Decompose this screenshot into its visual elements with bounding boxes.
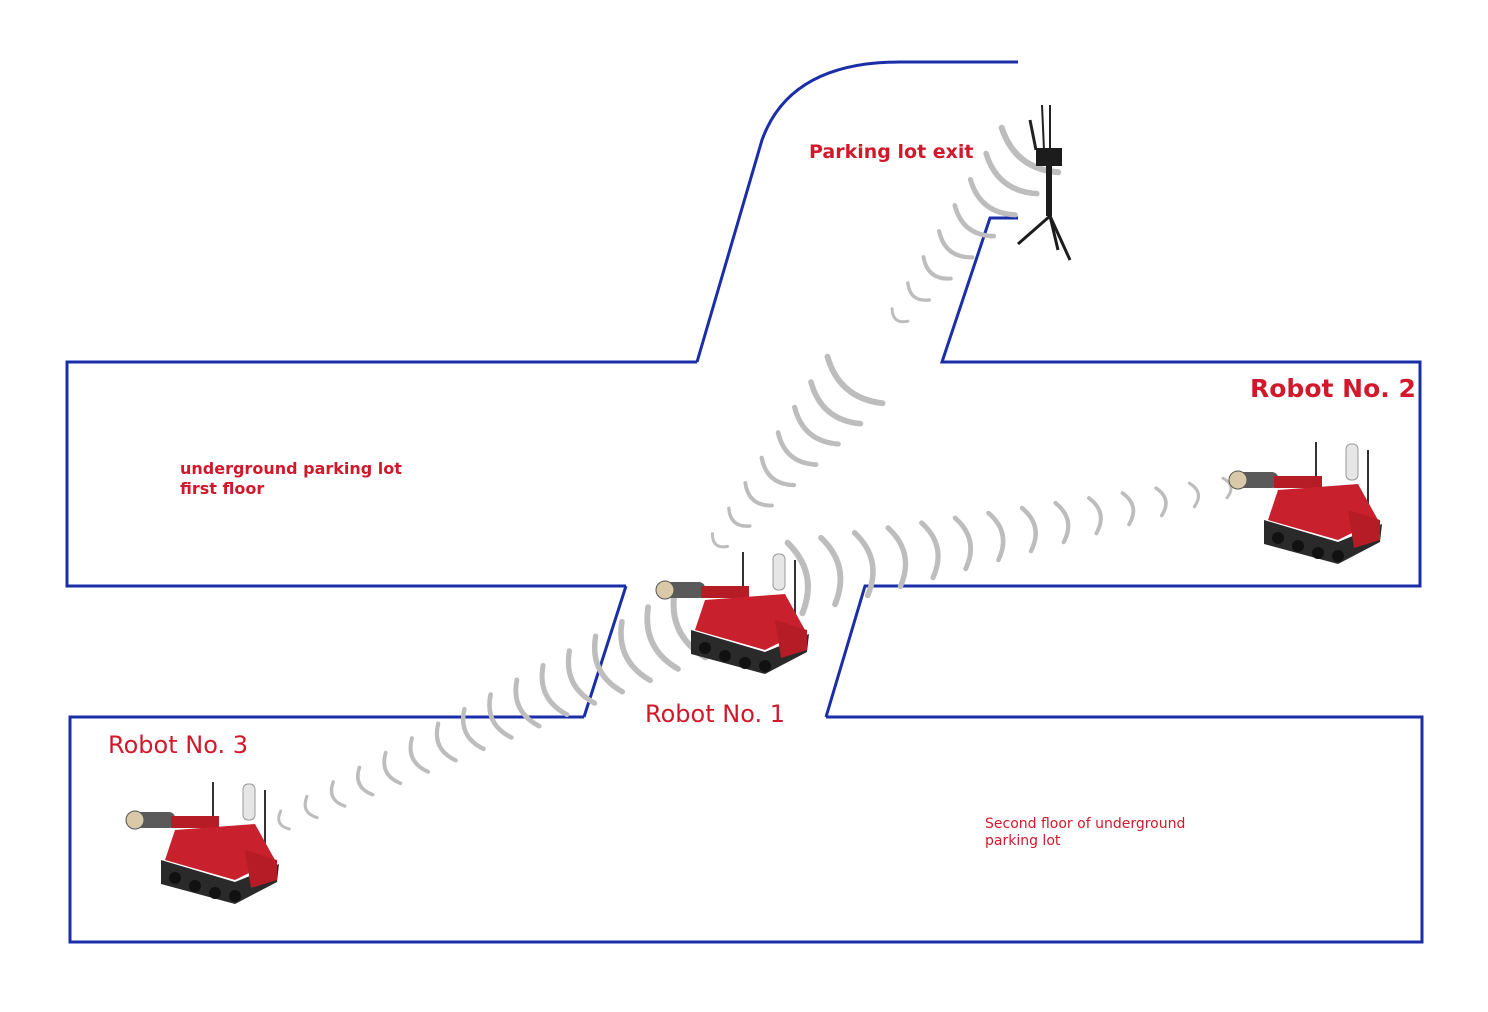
signal-robot3-to-robot1-arc bbox=[382, 750, 403, 786]
first-floor-outline bbox=[65, 60, 1422, 718]
robot-3-label: Robot No. 3 bbox=[108, 731, 248, 759]
signal-robot2-to-robot1-arc bbox=[885, 525, 909, 590]
second-floor-label: Second floor of underground parking lot bbox=[985, 816, 1185, 850]
signal-to-exit-relay-arc bbox=[967, 176, 1018, 218]
robot-2-label: Robot No. 2 bbox=[1250, 374, 1416, 403]
signal-robot1-to-floor1-arc bbox=[727, 506, 752, 528]
signal-robot3-to-robot1-arc bbox=[329, 780, 347, 808]
signal-to-exit-relay-arc bbox=[890, 307, 910, 324]
signal-robot3-to-robot1-arc bbox=[277, 809, 291, 831]
signal-robot3-to-robot1-arc bbox=[356, 765, 375, 797]
signal-to-exit-relay-arc bbox=[936, 229, 975, 260]
first-floor-label: underground parking lot first floor bbox=[180, 459, 402, 499]
second-floor-label-line-2: parking lot bbox=[985, 833, 1061, 849]
first-floor-label-line-1: underground parking lot bbox=[180, 459, 402, 478]
signal-robot3-to-robot1-arc bbox=[408, 736, 431, 774]
tripod-relay-icon bbox=[1017, 104, 1072, 261]
signal-to-exit-relay-arc bbox=[983, 150, 1040, 197]
signal-robot1-to-floor1-arc bbox=[808, 379, 864, 427]
signal-robot3-to-robot1-arc bbox=[487, 692, 514, 740]
signal-robot2-to-robot1-arc bbox=[1087, 496, 1103, 536]
signal-robot3-to-robot1-arc bbox=[434, 721, 458, 763]
signal-robot3-to-robot1-arc bbox=[618, 618, 653, 684]
signal-robot3-to-robot1-arc bbox=[539, 662, 570, 718]
second-floor-label-line-1: Second floor of underground bbox=[985, 816, 1186, 832]
signal-robot2-to-robot1-arc bbox=[986, 510, 1006, 563]
parking-lot-exit-label: Parking lot exit bbox=[809, 141, 974, 163]
signal-robot1-to-floor1-arc bbox=[743, 481, 774, 508]
signal-robot1-to-floor1-arc bbox=[792, 404, 841, 447]
signal-to-exit-relay-arc bbox=[952, 202, 997, 239]
signal-arcs bbox=[277, 124, 1233, 831]
robot-3-icon bbox=[125, 781, 280, 905]
signal-robot2-to-robot1-arc bbox=[952, 515, 974, 572]
signal-robot2-to-robot1-arc bbox=[851, 530, 876, 599]
signal-robot2-to-robot1-arc bbox=[919, 520, 941, 581]
signal-robot1-to-floor1-arc bbox=[759, 455, 797, 488]
signal-robot2-to-robot1-arc bbox=[784, 539, 811, 617]
first-floor-label-line-2: first floor bbox=[180, 479, 265, 498]
signal-robot1-to-floor1-arc bbox=[824, 353, 886, 407]
signal-to-exit-relay-arc bbox=[906, 281, 931, 302]
signal-robot2-to-robot1-arc bbox=[1019, 505, 1038, 554]
signal-robot3-to-robot1-arc bbox=[565, 648, 598, 706]
robot-1-label: Robot No. 1 bbox=[645, 700, 785, 728]
robot-1-icon bbox=[655, 551, 810, 675]
signal-to-exit-relay-arc bbox=[921, 255, 953, 281]
signal-robot3-to-robot1-arc bbox=[461, 706, 486, 752]
signal-robot2-to-robot1-arc bbox=[1187, 481, 1201, 509]
signal-robot2-to-robot1-arc bbox=[1154, 486, 1168, 518]
second-floor-outline bbox=[68, 715, 1424, 944]
signal-robot1-to-floor1-arc bbox=[775, 430, 819, 467]
robot-2-icon bbox=[1228, 441, 1383, 565]
signal-robot1-to-floor1-arc bbox=[710, 532, 730, 549]
signal-robot3-to-robot1-arc bbox=[592, 633, 626, 695]
signal-robot2-to-robot1-arc bbox=[1120, 491, 1136, 527]
signal-robot2-to-robot1-arc bbox=[818, 534, 844, 608]
signal-robot3-to-robot1-arc bbox=[303, 794, 319, 820]
signal-robot2-to-robot1-arc bbox=[1053, 500, 1071, 545]
signal-robot3-to-robot1-arc bbox=[644, 604, 681, 672]
signal-robot3-to-robot1-arc bbox=[513, 677, 542, 729]
signal-robot2-to-robot1-arc bbox=[1221, 476, 1233, 500]
